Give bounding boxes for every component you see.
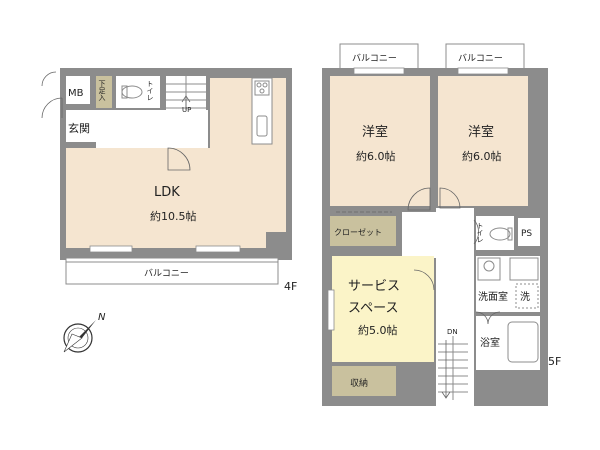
closet-label: クローゼット: [334, 227, 382, 237]
compass-north: N: [98, 312, 106, 323]
western-room-2-door: [439, 187, 461, 209]
floor-4f-label: 4F: [284, 280, 297, 293]
washroom-label: 洗面室: [478, 290, 508, 303]
western-room-1-name: 洋室: [362, 124, 388, 140]
toilet-4f-label: トイレ: [146, 80, 154, 101]
western-room-1-size: 約6.0帖: [356, 149, 396, 163]
up-label: UP: [182, 106, 191, 114]
service-space-line2: スペース: [348, 301, 398, 316]
down-arrow-icon: [441, 340, 451, 399]
ldk-name: LDK: [154, 185, 180, 200]
floor-4f-plan: [41, 68, 292, 285]
western-room-2-size: 約6.0帖: [462, 149, 502, 163]
balcony-5f-right-label: バルコニー: [458, 53, 503, 64]
ldk-size: 約10.5帖: [150, 209, 197, 223]
sink-icon: [256, 115, 268, 137]
floor-5f-plan: [322, 43, 548, 408]
bathtub-icon: [507, 321, 539, 363]
bathroom-door: [475, 311, 501, 325]
ldk-room: [66, 78, 286, 248]
western-room-2: [438, 76, 528, 206]
service-space-size: 約5.0帖: [358, 323, 398, 337]
pipe-space: [518, 218, 540, 246]
bathroom-label: 浴室: [480, 336, 500, 349]
service-space: [332, 256, 434, 362]
balcony-5f-left-label: バルコニー: [352, 53, 397, 64]
washing-machine-label: 洗: [520, 291, 530, 303]
compass-icon: [63, 320, 96, 353]
toilet-icon: [489, 227, 511, 241]
western-room-1: [330, 76, 430, 206]
entrance-label: 玄関: [68, 121, 90, 135]
western-room-2-name: 洋室: [468, 124, 494, 140]
mb-closet: [66, 76, 90, 104]
service-space-line1: サービス: [348, 279, 400, 294]
ldk-door: [167, 147, 191, 171]
dn-label: DN: [447, 328, 458, 336]
balcony-5f-right: [445, 43, 525, 71]
mb-label: MB: [68, 88, 84, 99]
entrance-door: [41, 97, 63, 119]
western-room-1-door: [407, 187, 431, 211]
entrance: [66, 110, 98, 142]
balcony-5f-left: [339, 43, 419, 71]
toilet-5f-label: トイレ: [476, 222, 484, 243]
stove-icon: [254, 80, 270, 96]
washing-machine-place: [515, 283, 539, 309]
shoe-cabinet: [96, 76, 112, 108]
closet: [330, 216, 396, 246]
storage: [332, 366, 396, 396]
toilet-4f: [116, 76, 160, 108]
storage-label: 収納: [350, 377, 368, 389]
balcony-4f-label: バルコニー: [144, 268, 189, 279]
service-space-door: [413, 269, 435, 291]
floor-5f-label: 5F: [548, 355, 561, 368]
ldk-windows: [89, 245, 241, 253]
ps-label: PS: [521, 229, 532, 239]
shoe-label: 下足入: [98, 80, 106, 101]
water-heater-icon: [477, 257, 501, 281]
stairs-down: [438, 336, 468, 400]
